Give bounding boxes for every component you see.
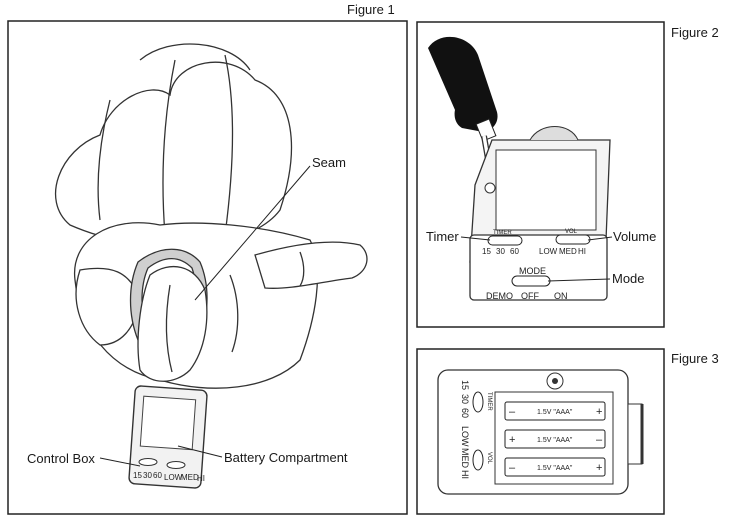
plush-toy-illustration — [54, 43, 368, 389]
fig2-timer-option-15: 15 — [482, 247, 491, 256]
figure2-switches — [487, 234, 591, 287]
fig2-mode-option-on: ON — [554, 291, 568, 301]
fig3-timer-caption: TIMER — [486, 392, 492, 411]
fig3-vol-option-hi: HI — [460, 470, 470, 479]
control-box-closeup — [469, 126, 611, 301]
control-box-illustration — [128, 385, 208, 489]
figure2-title: Figure 2 — [671, 25, 719, 40]
fig2-vol-option-hi: HI — [578, 247, 586, 256]
box-vol-option-med: MED — [181, 473, 199, 482]
battery-3-left-sign: – — [509, 462, 516, 474]
fig2-timer-option-60: 60 — [510, 247, 519, 256]
fig3-vol-caption: VOL — [486, 452, 492, 465]
fig2-timer-option-30: 30 — [496, 247, 505, 256]
mode-callout: Mode — [612, 271, 645, 286]
figure1-leader-lines — [99, 165, 311, 467]
battery-3-right-sign: + — [596, 462, 602, 474]
fig3-vol-option-med: MED — [460, 448, 470, 469]
figure1-title: Figure 1 — [347, 2, 395, 17]
fig3-timer-labels: 15 30 60 LOW MED HI — [460, 380, 470, 479]
box-vol-option-hi: HI — [197, 474, 205, 483]
fig3-timer-option-30: 30 — [460, 394, 470, 404]
battery-2-right-sign: – — [596, 434, 603, 446]
volume-callout: Volume — [613, 229, 657, 244]
figure3-title: Figure 3 — [671, 351, 719, 366]
battery-1-label: 1.5V "AAA" — [537, 409, 573, 416]
fig2-timer-caption: TIMER — [493, 230, 512, 236]
battery-2-label: 1.5V "AAA" — [537, 437, 573, 444]
fig2-mode-caption: MODE — [519, 266, 546, 276]
battery-3-label: 1.5V "AAA" — [537, 465, 573, 472]
seam-callout: Seam — [312, 155, 346, 170]
battery-compartment-callout: Battery Compartment — [224, 450, 348, 465]
fig2-mode-option-demo: DEMO — [486, 291, 513, 301]
battery-1-right-sign: + — [596, 406, 602, 418]
control-box-callout: Control Box — [27, 451, 95, 466]
fig3-timer-option-15: 15 — [460, 380, 470, 390]
fig3-timer-option-60: 60 — [460, 408, 470, 418]
fig3-vol-option-low: LOW — [460, 426, 470, 447]
box-vol-option-low: LOW — [164, 473, 183, 482]
battery-cells — [504, 401, 606, 477]
box-timer-option-30: 30 — [143, 471, 152, 480]
figure2-leader-lines — [460, 236, 613, 282]
fig2-vol-caption: VOL — [565, 229, 578, 235]
fig2-vol-option-med: MED — [559, 247, 577, 256]
timer-callout: Timer — [426, 229, 459, 244]
box-timer-option-15: 15 — [133, 471, 142, 480]
battery-2-left-sign: + — [509, 434, 515, 446]
battery-1-left-sign: – — [509, 406, 516, 418]
box-timer-option-60: 60 — [153, 471, 162, 480]
fig2-mode-option-off: OFF — [521, 291, 539, 301]
fig3-switch-captions: TIMER VOL — [486, 392, 492, 465]
fig2-vol-option-low: LOW — [539, 247, 558, 256]
